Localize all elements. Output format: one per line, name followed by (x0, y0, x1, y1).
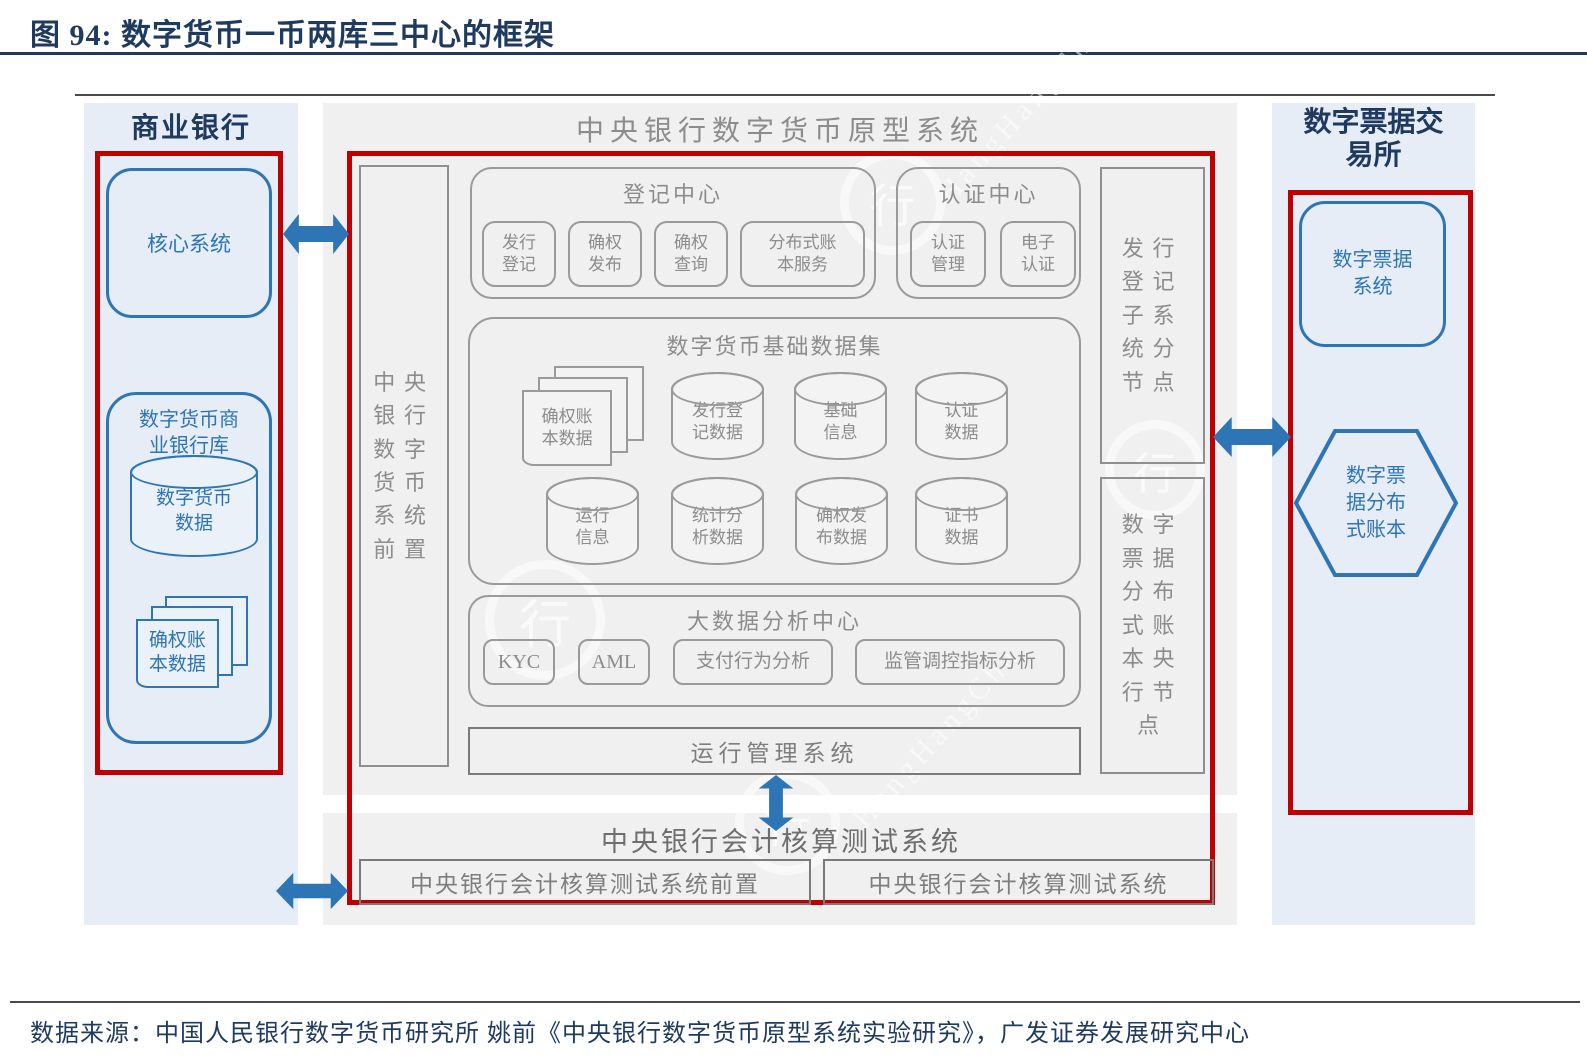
accounting-main-label: 中央银行会计核算测试系统 (868, 872, 1169, 897)
issue-registration-data-cylinder: 发行登记数据 (671, 372, 764, 460)
rights-publish-box: 确权发布 (568, 221, 642, 287)
figure-bottom-border (10, 1001, 1580, 1003)
bill-system-box: 数字票据系统 (1299, 201, 1446, 347)
bank-repository-label: 数字货币商业银行库 (139, 409, 239, 457)
auth-management-box: 认证管理 (910, 221, 986, 287)
ledger-data-documents: 确权账本数据 (136, 596, 248, 690)
currency-data-label: 数字货币数据 (155, 488, 232, 534)
bill-ledger-hexagon: 数字票据分布式账本 (1292, 427, 1460, 579)
accounting-main-box: 中央银行会计核算测试系统 (823, 859, 1214, 905)
auth-data-cylinder: 认证数据 (915, 372, 1008, 460)
dataset-box: 数字货币基础数据集 (468, 317, 1081, 585)
regulatory-indicator-analysis-label: 监管调控指标分析 (883, 650, 1036, 672)
commercial-bank-red-frame (95, 151, 283, 775)
bill-exchange-title-text: 数字票据交易所 (1303, 107, 1444, 172)
issue-registration-label: 发行登记 (502, 232, 536, 274)
ops-system-box: 运行管理系统 (468, 727, 1081, 775)
issue-subsystem-node-box: 发行登记子系统分节点 (1100, 167, 1205, 464)
rights-publish-label: 确权发布 (588, 232, 622, 274)
certificate-data-label: 证书数据 (944, 505, 979, 547)
issue-subsystem-node-label: 发行登记子系统分节点 (1121, 235, 1184, 395)
central-bank-panel-upper (323, 103, 1237, 795)
issue-registration-box: 发行登记 (482, 221, 556, 287)
ops-system-label: 运行管理系统 (690, 741, 859, 766)
front-system-label: 中央银行数字货币系统前置 (373, 369, 435, 562)
rights-query-box: 确权查询 (654, 221, 728, 287)
front-system-box: 中央银行数字货币系统前置 (359, 165, 449, 767)
regulatory-indicator-analysis-box: 监管调控指标分析 (855, 639, 1065, 685)
core-system-box: 核心系统 (106, 168, 272, 318)
dataset-title: 数字货币基础数据集 (666, 334, 883, 359)
auth-center-box: 认证中心 (896, 167, 1081, 299)
registration-center-box: 登记中心 (470, 167, 876, 299)
auth-management-label: 认证管理 (931, 232, 965, 274)
bill-ledger-label: 数字票据分布式账本 (1346, 464, 1406, 541)
kyc-label: KYC (497, 651, 541, 673)
currency-data-cylinder: 数字货币数据 (130, 455, 258, 557)
accounting-front-box: 中央银行会计核算测试系统前置 (359, 859, 811, 905)
distributed-ledger-service-label: 分布式账本服务 (768, 232, 837, 274)
aml-label: AML (591, 651, 637, 673)
aml-box: AML (578, 639, 650, 685)
bill-exchange-panel (1272, 103, 1475, 925)
figure-title: 图 94: 数字货币一币两库三中心的框架 (30, 19, 555, 52)
basic-info-cylinder: 基础信息 (794, 372, 887, 460)
bill-ledger-node-box: 数字票据分布式账本央行节点 (1100, 477, 1205, 774)
operation-info-cylinder: 运行信息 (546, 477, 639, 565)
accounting-system-title: 中央银行会计核算测试系统 (601, 826, 961, 857)
bill-system-label: 数字票据系统 (1332, 249, 1413, 298)
central-bank-title: 中央银行数字货币原型系统 (575, 116, 984, 147)
title-underline (0, 52, 1587, 55)
watermark-logo-icon: 行 (1105, 420, 1205, 520)
payment-behavior-analysis-box: 支付行为分析 (673, 639, 833, 685)
certificate-data-cylinder: 证书数据 (915, 477, 1008, 565)
kyc-box: KYC (483, 639, 555, 685)
e-auth-box: 电子认证 (1000, 221, 1076, 287)
arrow-central-to-exchange-icon (1213, 415, 1291, 459)
auth-center-title: 认证中心 (938, 182, 1039, 207)
e-auth-label: 电子认证 (1021, 232, 1055, 274)
payment-behavior-analysis-label: 支付行为分析 (695, 650, 810, 672)
arrow-bank-to-accounting-icon (276, 871, 348, 911)
hexagon-icon (1293, 429, 1459, 577)
bank-repository-box: 数字货币商业银行库 (106, 392, 272, 744)
issue-registration-data-label: 发行登记数据 (691, 400, 743, 442)
rights-publish-data-cylinder: 确权发布数据 (795, 477, 888, 565)
core-system-label: 核心系统 (147, 232, 231, 256)
central-bank-red-frame (347, 151, 1215, 905)
distributed-ledger-service-box: 分布式账本服务 (740, 221, 865, 287)
bigdata-center-title: 大数据分析中心 (686, 609, 862, 634)
accounting-front-label: 中央银行会计核算测试系统前置 (410, 872, 760, 897)
statistics-data-cylinder: 统计分析数据 (671, 477, 764, 565)
bill-exchange-title: 数字票据交易所 (1272, 106, 1475, 172)
data-source: 数据来源：中国人民银行数字货币研究所 姚前《中央银行数字货币原型系统实验研究》，… (30, 1021, 1250, 1047)
basic-info-label: 基础信息 (823, 400, 858, 442)
figure-top-border (75, 94, 1495, 96)
arrow-ops-to-accounting-icon (757, 775, 795, 831)
rights-ledger-data-documents: 确权账本数据 (522, 366, 644, 468)
commercial-bank-title: 商业银行 (130, 113, 251, 144)
arrow-bank-to-central-icon (283, 212, 349, 256)
rights-ledger-data-label: 确权账本数据 (541, 407, 593, 449)
auth-data-label: 认证数据 (944, 400, 979, 442)
bill-exchange-red-frame (1288, 190, 1473, 815)
rights-publish-data-label: 确权发布数据 (815, 505, 867, 547)
bill-ledger-node-label: 数字票据分布式账本央行节点 (1121, 512, 1184, 739)
rights-query-label: 确权查询 (674, 232, 708, 274)
ledger-data-label: 确权账本数据 (148, 629, 206, 676)
statistics-data-label: 统计分析数据 (691, 505, 743, 547)
bigdata-center-box: 大数据分析中心 (468, 595, 1081, 707)
registration-center-title: 登记中心 (622, 182, 723, 207)
operation-info-label: 运行信息 (575, 505, 610, 547)
